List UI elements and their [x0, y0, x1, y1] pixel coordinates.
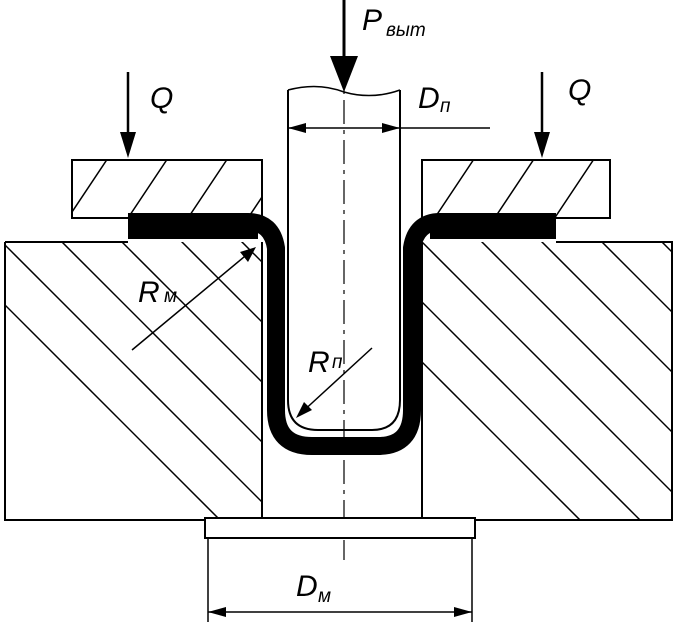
die-radius-leader: [131, 247, 256, 351]
bottom-plate: [204, 517, 476, 539]
label-die-radius-sub: м: [164, 286, 177, 307]
label-punch-diameter-sub: п: [440, 96, 451, 117]
label-punch-diameter: D: [418, 82, 440, 115]
label-die-diameter: D: [296, 570, 318, 603]
label-clamp-left: Q: [150, 82, 173, 115]
die-right: [421, 241, 673, 521]
label-punch-radius-sub: п: [332, 352, 343, 373]
label-force-main-sub: выт: [386, 20, 426, 41]
force-arrow-main: [330, 0, 358, 92]
clamp-arrow-left: [120, 72, 136, 158]
die-diameter-dimension: [207, 538, 473, 622]
label-punch-radius: R: [308, 346, 330, 379]
label-die-radius: R: [138, 276, 160, 309]
punch: [287, 85, 401, 431]
die-left: [4, 241, 263, 521]
label-clamp-right: Q: [568, 74, 591, 107]
clamp-arrow-right: [534, 72, 550, 158]
label-die-diameter-sub: м: [318, 586, 331, 607]
punch-radius-leader: [296, 347, 373, 418]
drawn-blank: [128, 213, 556, 455]
punch-diameter-dimension: [288, 123, 490, 133]
label-force-main: P: [362, 4, 382, 37]
